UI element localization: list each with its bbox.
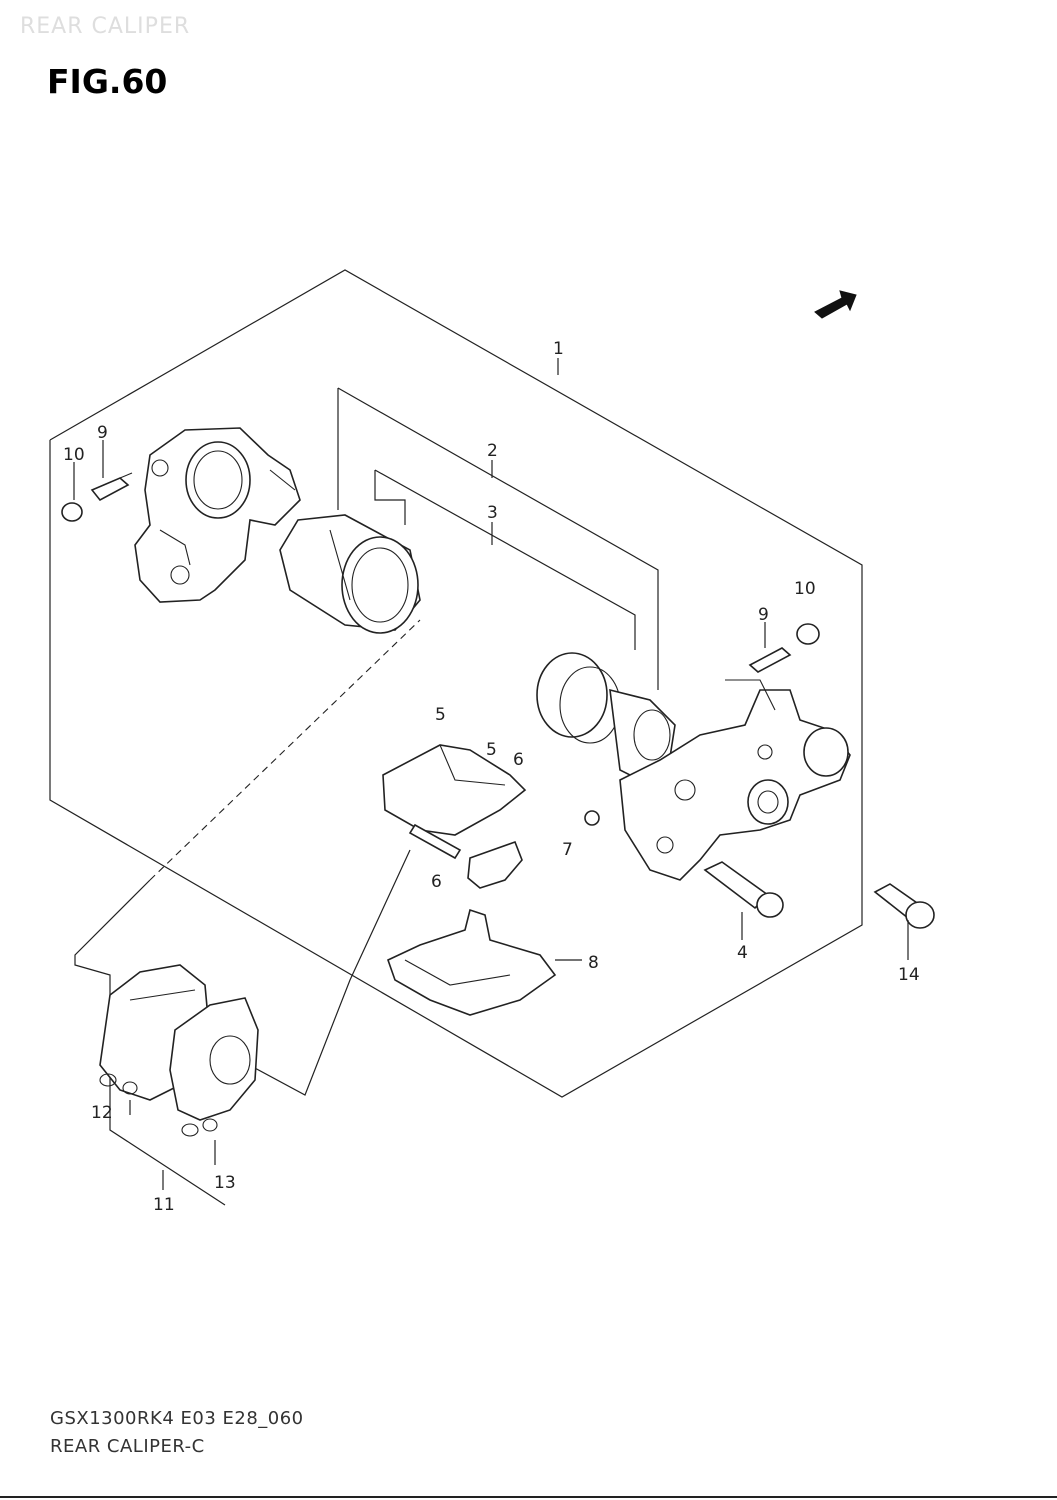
subassembly-outline-2-top: [337, 387, 659, 690]
callout-8: 8: [588, 953, 599, 973]
pad-set-outline: [74, 879, 226, 1206]
pad-retainer: [467, 840, 523, 889]
bleeder-cap-left: [61, 502, 83, 522]
callout-5b: 5: [486, 740, 497, 760]
callout-2: 2: [487, 441, 498, 461]
pad-set-outline-right2: [239, 849, 411, 1096]
pad-set-outline-right: [149, 619, 421, 881]
callout-11: 11: [153, 1195, 175, 1215]
bleeder-valve-right: [748, 647, 792, 673]
pad-mounting-plate: [387, 908, 557, 1016]
footer-diagram-name: REAR CALIPER-C: [50, 1436, 205, 1457]
callout-6a: 6: [513, 750, 524, 770]
fwd-arrow-icon: FWD: [814, 290, 857, 328]
callout-9a: 9: [97, 423, 108, 443]
pad-spring: [382, 744, 527, 836]
brake-pad-13: [169, 997, 259, 1137]
bracket-clip: [584, 810, 600, 826]
callout-3: 3: [487, 503, 498, 523]
callout-6b: 6: [431, 872, 442, 892]
piston-left: [279, 514, 421, 634]
callout-5a: 5: [435, 705, 446, 725]
callout-10b: 10: [794, 579, 816, 599]
caliper-body-right: [619, 679, 851, 881]
piston-right: [536, 652, 676, 781]
callout-7: 7: [562, 840, 573, 860]
bleeder-valve-left: [90, 472, 133, 502]
callout-13: 13: [214, 1173, 236, 1193]
pad-pin: [408, 823, 462, 860]
figure-title: FIG.60: [47, 62, 168, 101]
bleeder-cap-right: [796, 623, 820, 645]
mounting-bolt-4: [703, 861, 784, 918]
watermark-title: REAR CALIPER: [20, 14, 191, 39]
callout-1: 1: [553, 339, 564, 359]
callout-4: 4: [737, 943, 748, 963]
assembly-outline: [49, 269, 863, 1098]
leader-lines: [73, 358, 909, 1190]
caliper-body-left: [134, 427, 301, 603]
callout-12: 12: [91, 1103, 113, 1123]
footer-diagram-code: GSX1300RK4 E03 E28_060: [50, 1408, 304, 1429]
bottom-border: [0, 1496, 1057, 1498]
callout-10a: 10: [63, 445, 85, 465]
subassembly-outline-3-top: [374, 469, 636, 650]
mounting-bolt-14: [873, 883, 935, 929]
callout-14: 14: [898, 965, 920, 985]
subassembly-outline-3: [374, 470, 406, 525]
callout-9b: 9: [758, 605, 769, 625]
